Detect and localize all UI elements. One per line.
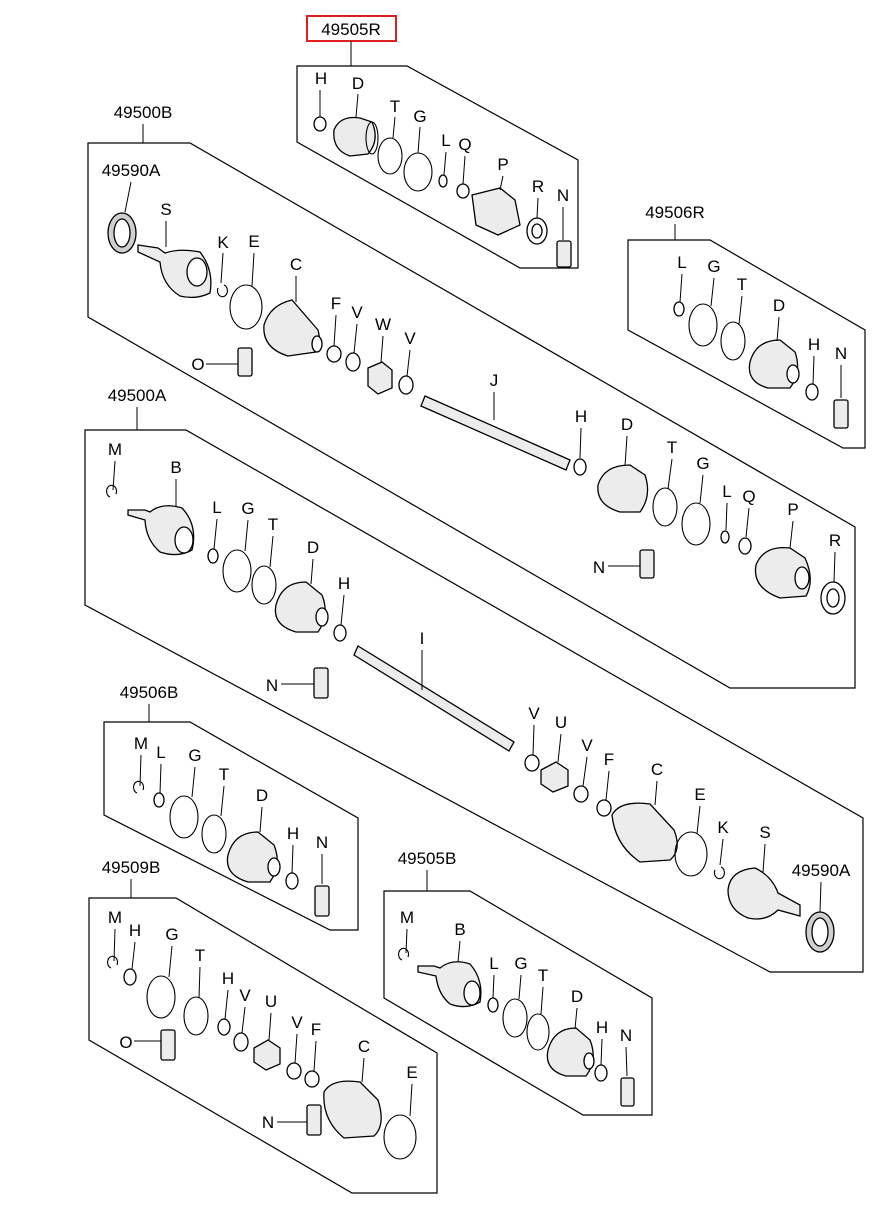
label-v5: V bbox=[581, 736, 593, 755]
label-m: M bbox=[108, 440, 122, 459]
label-h4: H bbox=[338, 574, 350, 593]
label-w: W bbox=[375, 315, 391, 334]
label-n: N bbox=[557, 186, 569, 205]
label-v: V bbox=[351, 303, 363, 322]
label-h3: H bbox=[808, 335, 820, 354]
label-c4: C bbox=[651, 760, 663, 779]
group-49506r: 49506R L G T D H N bbox=[627, 203, 866, 449]
group-49509b: 49509B M H G T H V U V F C E bbox=[88, 858, 438, 1194]
label-o: O bbox=[191, 355, 204, 374]
label-h5: H bbox=[287, 824, 299, 843]
label-t: T bbox=[390, 97, 400, 116]
label-f6: F bbox=[311, 1020, 321, 1039]
label-d4: D bbox=[307, 538, 319, 557]
group-label-49505r[interactable]: 49505R bbox=[321, 20, 381, 39]
group-label-49590a-bottom[interactable]: 49590A bbox=[792, 861, 851, 880]
label-g2: G bbox=[696, 454, 709, 473]
group-49500b: 49500B 49590A S K E C F V W bbox=[87, 103, 856, 689]
group-label-49506b[interactable]: 49506B bbox=[120, 683, 179, 702]
label-g3: G bbox=[707, 257, 720, 276]
label-n7: N bbox=[620, 1026, 632, 1045]
label-l7: L bbox=[489, 954, 498, 973]
group-label-49509b[interactable]: 49509B bbox=[102, 858, 161, 877]
label-l: L bbox=[441, 131, 450, 150]
label-v2: V bbox=[404, 329, 416, 348]
label-m5: M bbox=[134, 734, 148, 753]
label-k: K bbox=[217, 233, 229, 252]
group-label-49500a[interactable]: 49500A bbox=[108, 386, 167, 405]
label-l5: L bbox=[156, 743, 165, 762]
label-m7: M bbox=[400, 908, 414, 927]
group-49505r: 49505R H D T G L Q P R N bbox=[296, 15, 579, 269]
label-q: Q bbox=[458, 135, 471, 154]
label-g6: G bbox=[165, 925, 178, 944]
label-s: S bbox=[160, 200, 171, 219]
label-f: F bbox=[331, 294, 341, 313]
label-h6: H bbox=[129, 921, 141, 940]
label-d5: D bbox=[256, 786, 268, 805]
label-t6: T bbox=[195, 946, 205, 965]
label-h6b: H bbox=[222, 969, 234, 988]
label-d7: D bbox=[571, 987, 583, 1006]
label-n4: N bbox=[266, 676, 278, 695]
label-g: G bbox=[413, 107, 426, 126]
label-c6: C bbox=[358, 1037, 370, 1056]
label-n5: N bbox=[316, 833, 328, 852]
group-label-49506r[interactable]: 49506R bbox=[645, 203, 705, 222]
label-e: E bbox=[248, 232, 259, 251]
label-j: J bbox=[490, 371, 499, 390]
label-d2: D bbox=[621, 415, 633, 434]
label-p2: P bbox=[787, 500, 798, 519]
label-g4: G bbox=[241, 499, 254, 518]
label-r2: R bbox=[829, 531, 841, 550]
label-c: C bbox=[290, 255, 302, 274]
label-s4: S bbox=[759, 823, 770, 842]
label-n6: N bbox=[262, 1113, 274, 1132]
group-label-49505b[interactable]: 49505B bbox=[398, 849, 457, 868]
label-h7: H bbox=[596, 1018, 608, 1037]
label-e6: E bbox=[406, 1063, 417, 1082]
label-g5: G bbox=[188, 746, 201, 765]
label-h: H bbox=[315, 69, 327, 88]
label-n2: N bbox=[593, 558, 605, 577]
label-m6: M bbox=[108, 908, 122, 927]
label-k4: K bbox=[717, 818, 729, 837]
label-t7: T bbox=[538, 966, 548, 985]
label-l3: L bbox=[677, 253, 686, 272]
label-b7: B bbox=[454, 920, 465, 939]
label-l4: L bbox=[212, 498, 221, 517]
label-d: D bbox=[352, 74, 364, 93]
label-p: P bbox=[497, 155, 508, 174]
label-b: B bbox=[170, 458, 181, 477]
group-49506b: 49506B M L G T D H N bbox=[103, 683, 359, 931]
label-r: R bbox=[532, 177, 544, 196]
label-i: I bbox=[420, 629, 425, 648]
group-label-49590a-top[interactable]: 49590A bbox=[102, 161, 161, 180]
label-v6: V bbox=[239, 986, 251, 1005]
label-o6: O bbox=[119, 1033, 132, 1052]
label-t5: T bbox=[219, 765, 229, 784]
label-g7: G bbox=[514, 954, 527, 973]
group-label-49500b[interactable]: 49500B bbox=[114, 103, 173, 122]
label-v4: V bbox=[528, 704, 540, 723]
label-e4: E bbox=[694, 785, 705, 804]
group-49500a: 49500A M B L G T D H I bbox=[84, 386, 864, 973]
label-n3: N bbox=[835, 344, 847, 363]
label-u: U bbox=[555, 713, 567, 732]
label-f4: F bbox=[604, 750, 614, 769]
label-u6: U bbox=[265, 992, 277, 1011]
group-49505b: 49505B M B L G T D H N bbox=[383, 849, 653, 1116]
label-t2: T bbox=[667, 438, 677, 457]
label-q2: Q bbox=[742, 487, 755, 506]
label-t3: T bbox=[737, 275, 747, 294]
label-l2: L bbox=[722, 482, 731, 501]
label-t4: T bbox=[268, 515, 278, 534]
label-d3: D bbox=[773, 296, 785, 315]
label-h2: H bbox=[575, 407, 587, 426]
label-v6b: V bbox=[291, 1013, 303, 1032]
